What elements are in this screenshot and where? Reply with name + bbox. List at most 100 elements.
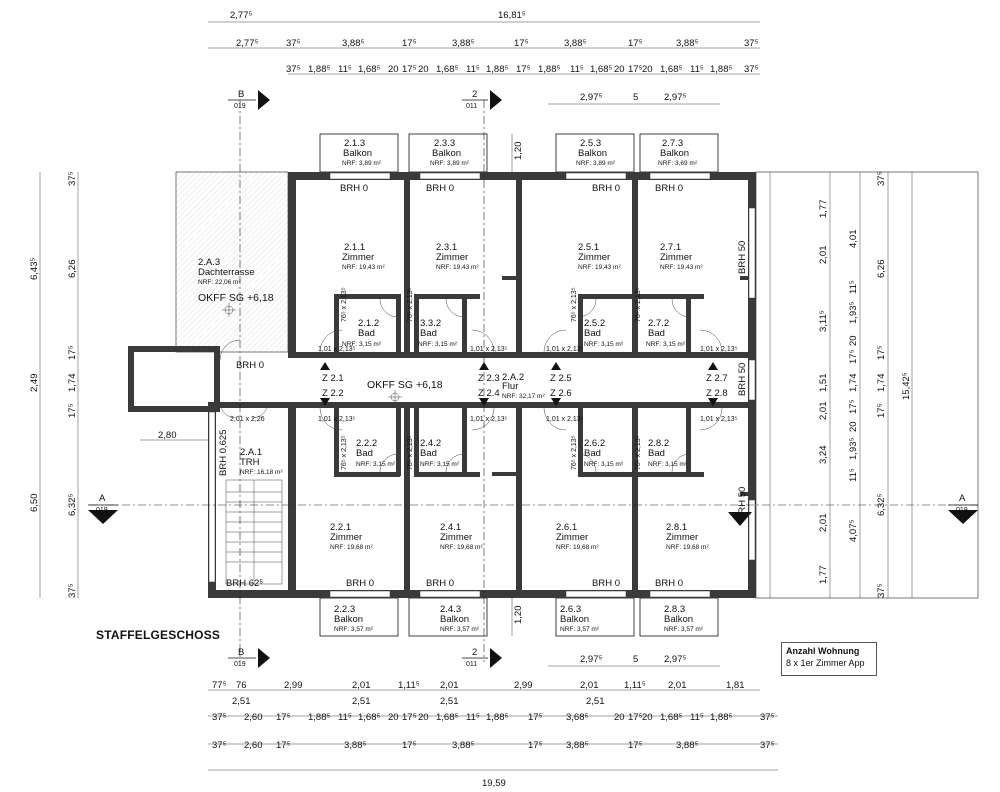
dim-label: 37⁵ [744, 64, 759, 75]
room-id: 2.6.2 [584, 438, 605, 449]
room-3-3-2-label: 3.3.2 Bad NRF: 3,15 m² [418, 318, 458, 348]
dim-label: 17⁵ [628, 64, 643, 75]
dim-bottom-total: 19,59 [482, 778, 506, 789]
dim-label: 17⁵ [528, 740, 543, 751]
dim-label: 20 [614, 64, 625, 75]
room-2-1-1-label: 2.1.1 Zimmer NRF: 19,43 m² [342, 242, 385, 271]
door-size: 1,01 x 2,13⁵ [546, 416, 584, 423]
room-2-4-1-label: 2.4.1 Zimmer NRF: 19,68 m² [440, 522, 483, 551]
room-name: Zimmer [556, 532, 588, 543]
dim-label: 2,51 [352, 696, 371, 707]
brh-label: BRH 0 [426, 578, 454, 589]
terrace-left-area [175, 171, 289, 353]
room-id: 2.2.1 [330, 522, 351, 533]
room-area: NRF: 16,18 m² [240, 469, 283, 476]
dim-label: 1,11⁵ [624, 680, 646, 691]
legend-box: Anzahl Wohnung 8 x 1er Zimmer App [781, 642, 877, 676]
dim-label: 2,51 [232, 696, 251, 707]
dim-label: 2,77⁵ [230, 10, 252, 21]
dim-label: 2,99 [284, 680, 303, 691]
door-label: Z 2.6 [550, 388, 572, 399]
room-2-5-1-label: 2.5.1 Zimmer NRF: 19,43 m² [578, 242, 621, 271]
dim-label: 6,43⁵ [29, 258, 40, 280]
room-2-2-2-label: 2.2.2 Bad NRF: 3,15 m² [356, 438, 396, 468]
room-name: Balkon [334, 614, 363, 625]
dim-label: 2,01 [818, 402, 829, 421]
dim-label: 11⁵ [338, 712, 352, 723]
room-2-2-1-label: 2.2.1 Zimmer NRF: 19,68 m² [330, 522, 373, 551]
dim-label: 17⁵ [67, 345, 78, 360]
dim-label: 17⁵ [628, 740, 643, 751]
dims-top-row3: 37⁵ 1,88⁵ 11⁵ 1,68⁵ 20 17⁵ 20 1,68⁵ 11⁵ … [286, 64, 759, 75]
dim-label: 6,26 [67, 260, 78, 279]
room-name: Zimmer [440, 532, 472, 543]
room-2-7-2-label: 2.7.2 Bad NRF: 3,15 m² [646, 318, 686, 348]
dims-left-outer: 6,43⁵ 2,49 6,50 [29, 258, 40, 512]
room-name: Balkon [432, 148, 461, 159]
stair-flight [225, 479, 283, 585]
brh-label: BRH 0 [236, 360, 264, 371]
dim-label: 1,68⁵ [660, 712, 682, 723]
room-area: NRF: 3,15 m² [646, 341, 686, 348]
dim-label: 11⁵ [338, 64, 352, 75]
room-id: 2.A.1 [240, 447, 262, 458]
dim-label: 1,81 [726, 680, 745, 691]
room-area: NRF: 19,68 m² [556, 544, 599, 551]
section-a-right-marker [948, 510, 978, 524]
brh-label: BRH 50 [737, 241, 748, 274]
dim-label: 1,74 [67, 374, 78, 393]
dim-label: 37⁵ [744, 38, 759, 49]
dim-label: 20 [642, 64, 653, 75]
dim-label: 37⁵ [67, 583, 78, 598]
dim-label: 3,88⁵ [344, 740, 366, 751]
room-id: 3.3.2 [420, 318, 441, 329]
door-size: 1,01 x 2,13⁵ [318, 416, 356, 423]
dim-label: 76 [236, 680, 247, 691]
dim-label: 11⁵ [570, 64, 584, 75]
dim-label: 37⁵ [286, 64, 301, 75]
door-label: Z 2.1 [322, 373, 344, 384]
room-id: 2.4.3 [440, 604, 461, 615]
section-ref: 011 [466, 661, 477, 668]
dim-label: 4,07⁵ [848, 520, 859, 542]
room-name: Dachterrasse [198, 267, 255, 278]
balcony-2-7-3-label: 2.7.3 Balkon NRF: 3,69 m² [658, 138, 698, 167]
room-id: 2.8.1 [666, 522, 687, 533]
terrace-label: 2.A.3 Dachterrasse NRF: 22,06 m² OKFF SG… [198, 257, 274, 304]
windows [208, 172, 756, 598]
dim-label: 37⁵ [212, 740, 227, 751]
room-name: Zimmer [660, 252, 692, 263]
room-area: NRF: 3,15 m² [648, 461, 688, 468]
dim-label: 17⁵ [67, 403, 78, 418]
room-area: NRF: 3,15 m² [420, 461, 460, 468]
dim-label: 1,88⁵ [538, 64, 560, 75]
dim-label: 17⁵ [514, 38, 529, 49]
door-size: 76⁵ x 2,13⁵ [407, 287, 414, 322]
room-name: Bad [648, 448, 665, 459]
dim-label: 11⁵ [466, 64, 480, 75]
balcony-2-6-3-label: 2.6.3 Balkon NRF: 3,57 m² [560, 604, 600, 633]
walls [128, 172, 756, 598]
dim-label: 20 [614, 712, 625, 723]
dim-label: 2,01 [580, 680, 599, 691]
dim-right-total: 15,42⁵ [901, 372, 912, 400]
brh-label: BRH 0 [592, 183, 620, 194]
dim-label: 1,88⁵ [486, 64, 508, 75]
dim-label: 20 [418, 712, 429, 723]
dim-label: 6,50 [29, 494, 40, 513]
dim-label: 2,77⁵ [236, 38, 258, 49]
room-2-3-1-label: 2.3.1 Zimmer NRF: 19,43 m² [436, 242, 479, 271]
section-letter: B [238, 89, 244, 100]
room-id: 2.5.2 [584, 318, 605, 329]
dim-label: 3,88⁵ [452, 38, 474, 49]
section-ref: 019 [96, 507, 108, 514]
room-name: TRH [240, 457, 260, 468]
dim-label: 3,88⁵ [342, 38, 364, 49]
dim-label: 2,01 [818, 514, 829, 533]
room-name: Bad [584, 328, 601, 339]
room-id: 2.7.2 [648, 318, 669, 329]
dim-label: 20 [848, 335, 859, 346]
section-2-bottom-marker [490, 648, 502, 668]
door-label: Z 2.8 [706, 388, 728, 399]
dim-label: 3,88⁵ [676, 740, 698, 751]
